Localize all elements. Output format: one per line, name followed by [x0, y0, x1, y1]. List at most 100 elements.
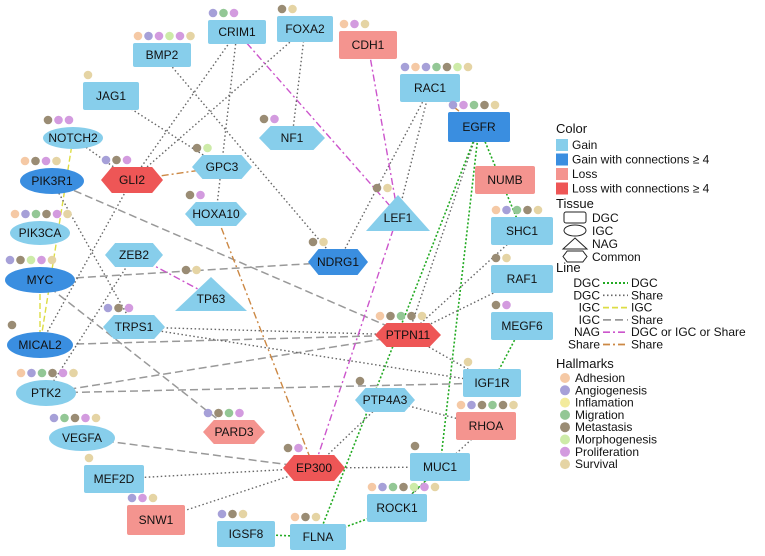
- node-shape-rect: [339, 31, 397, 59]
- node-label: EGFR: [462, 120, 496, 134]
- hallmark-dot-survival: [360, 19, 370, 29]
- hallmark-dot-survival: [186, 31, 195, 41]
- node-ptk2: PTK2: [16, 368, 78, 406]
- node-foxa2: FOXA2: [277, 4, 333, 42]
- edge-myc-pard3: [39, 279, 235, 433]
- hallmark-dot-migration: [224, 408, 234, 418]
- hallmark-dot-angiogenesis: [49, 413, 59, 423]
- node-label: RAF1: [507, 272, 538, 286]
- node-shape-hexagon: [105, 243, 163, 267]
- hallmark-dot-survival: [417, 311, 427, 321]
- node-label: SHC1: [506, 224, 538, 238]
- hallmark-dot-proliferation: [122, 155, 132, 165]
- legend-hallmark-label: Inflamation: [575, 396, 634, 410]
- node-shape-rect: [410, 453, 470, 481]
- hallmark-dot-angiogenesis: [101, 155, 111, 165]
- hallmark-dot-adhesion: [290, 512, 300, 522]
- node-shape-rect: [277, 16, 333, 42]
- node-ptpn11: PTPN11: [375, 311, 441, 347]
- node-pik3ca: PIK3CA: [10, 209, 72, 245]
- hallmark-dot-metastasis: [259, 114, 269, 124]
- hallmark-dot-migration: [60, 413, 69, 423]
- edge-rac1-ndrg1: [337, 87, 431, 263]
- node-label: CRIM1: [218, 25, 256, 39]
- hallmark-dot-morphogenesis: [165, 31, 174, 41]
- hallmark-dot-angiogenesis: [103, 303, 113, 313]
- edge-ep300-mef2d: [113, 467, 315, 480]
- hallmark-dot-proliferation: [58, 368, 68, 378]
- node-label: SNW1: [139, 513, 174, 527]
- node-label: NUMB: [487, 173, 522, 187]
- node-rhoa: RHOA: [456, 400, 518, 440]
- hallmark-dot-migration: [512, 205, 522, 215]
- hallmark-dot-adhesion: [339, 19, 349, 29]
- node-shape-triangle: [175, 277, 247, 311]
- node-shape-ellipse: [49, 425, 115, 451]
- hallmark-dot-survival: [47, 255, 57, 265]
- node-label: VEGFA: [62, 431, 102, 445]
- node-shape-hexagon: [375, 323, 441, 347]
- node-igf1r: IGF1R: [463, 357, 521, 397]
- hallmark-dot-survival: [490, 100, 500, 110]
- hallmark-dot-proliferation: [270, 114, 279, 124]
- hallmark-dot-metastasis: [372, 183, 382, 193]
- node-myc: MYC: [5, 255, 75, 293]
- node-label: HOXA10: [192, 207, 240, 221]
- hallmark-dot-metastasis: [491, 253, 501, 263]
- node-shape-rect: [84, 465, 144, 493]
- hallmark-dot-survival: [311, 512, 321, 522]
- hallmark-dot-survival: [430, 482, 440, 492]
- hallmark-dot-migration: [469, 100, 479, 110]
- node-shape-hexagon: [103, 315, 165, 339]
- node-nf1: NF1: [259, 114, 325, 150]
- hallmark-dot-metastasis: [355, 376, 365, 386]
- hallmark-dot-metastasis: [43, 115, 53, 125]
- node-shape-hexagon: [101, 167, 163, 193]
- legend-shape-hexagon: [562, 250, 588, 263]
- node-shape-hexagon: [203, 420, 265, 444]
- node-shape-hexagon: [355, 388, 415, 412]
- node-shape-ellipse: [10, 221, 70, 245]
- node-zeb2: ZEB2: [105, 243, 163, 267]
- legend-line-left: DGC: [573, 276, 600, 290]
- node-label: EP300: [296, 461, 332, 475]
- edge-ptk2-igf1r: [45, 382, 493, 394]
- node-shape-hexagon: [192, 155, 252, 179]
- node-shape-rect: [491, 312, 553, 340]
- hallmark-dot-adhesion: [133, 31, 143, 41]
- hallmark-dot-proliferation: [81, 413, 90, 423]
- legend-swatch-gain_hub: [556, 153, 568, 166]
- node-shape-rect: [491, 265, 553, 293]
- node-label: PARD3: [214, 425, 253, 439]
- node-shape-ellipse: [7, 332, 73, 358]
- node-shape-rect: [83, 82, 139, 110]
- node-label: NDRG1: [317, 255, 359, 269]
- edge-foxa2-nf1: [291, 28, 306, 139]
- hallmark-dot-adhesion: [375, 311, 385, 321]
- legend-hallmark-dot-survival: [560, 459, 570, 470]
- hallmark-dot-proliferation: [37, 255, 46, 265]
- legend-hallmark-label: Angiogenesis: [575, 383, 647, 397]
- hallmark-dot-metastasis: [7, 320, 17, 330]
- legend-shape-triangle: [561, 237, 589, 250]
- hallmark-dot-metastasis: [42, 209, 51, 219]
- edge-ptpn11-mical2: [39, 334, 409, 346]
- hallmark-dot-adhesion: [367, 482, 377, 492]
- node-ndrg1: NDRG1: [308, 237, 368, 275]
- node-shape-ellipse: [43, 127, 103, 149]
- node-shape-triangle: [366, 195, 430, 231]
- legend-hallmark-dot-inflamation: [560, 397, 570, 408]
- node-label: PTP4A3: [363, 393, 408, 407]
- node-rock1: ROCK1: [367, 482, 440, 522]
- node-shape-rect: [475, 166, 535, 194]
- legend-hallmark-label: Survival: [575, 457, 618, 471]
- node-label: PIK3R1: [31, 174, 73, 188]
- hallmark-dot-survival: [52, 156, 61, 166]
- node-label: TRPS1: [115, 320, 154, 334]
- legend-hallmark-label: Proliferation: [575, 445, 639, 459]
- node-label: GLI2: [119, 173, 145, 187]
- legend-line-right: IGC: [631, 301, 653, 315]
- hallmark-dot-metastasis: [480, 100, 489, 110]
- legend-swatch-loss_hub: [556, 182, 568, 195]
- hallmark-dot-migration: [31, 209, 41, 219]
